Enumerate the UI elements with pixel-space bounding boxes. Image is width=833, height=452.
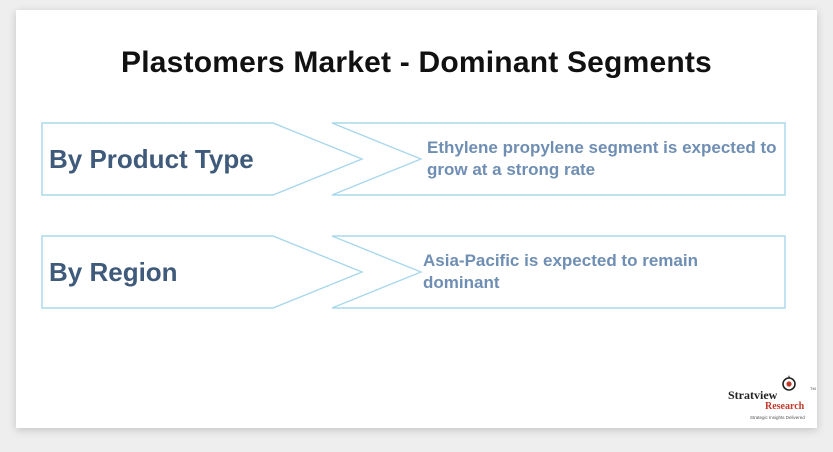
segment-description-box xyxy=(331,235,786,309)
segment-description: Ethylene propylene segment is expected t… xyxy=(427,138,777,179)
infographic-card: Plastomers Market - Dominant Segments By… xyxy=(16,10,817,428)
segment-label: By Product Type xyxy=(49,143,254,174)
logo-name-part2: Research xyxy=(765,401,805,412)
segment-label: By Region xyxy=(49,256,178,287)
segment-arrow-shapes xyxy=(41,235,786,309)
segment-row-region: By Region Asia-Pacific is expected to re… xyxy=(16,235,817,313)
magnifier-icon xyxy=(782,375,796,391)
segment-row-product-type: By Product Type Ethylene propylene segme… xyxy=(16,122,817,200)
segment-description-box xyxy=(331,122,786,196)
segment-arrow-shapes xyxy=(41,122,786,196)
segment-description: Asia-Pacific is expected to remain domin… xyxy=(423,251,698,292)
logo-tagline: Strategic Insights Delivered xyxy=(750,415,805,420)
page-title: Plastomers Market - Dominant Segments xyxy=(121,46,712,79)
logo-name-part1: Stratview xyxy=(728,388,778,402)
logo-trademark: TM xyxy=(810,386,816,391)
segment-label-chevron xyxy=(41,122,364,196)
segment-label-chevron xyxy=(41,235,364,309)
stratview-research-logo: Stratview TM Research Strategic Insights… xyxy=(728,374,816,430)
